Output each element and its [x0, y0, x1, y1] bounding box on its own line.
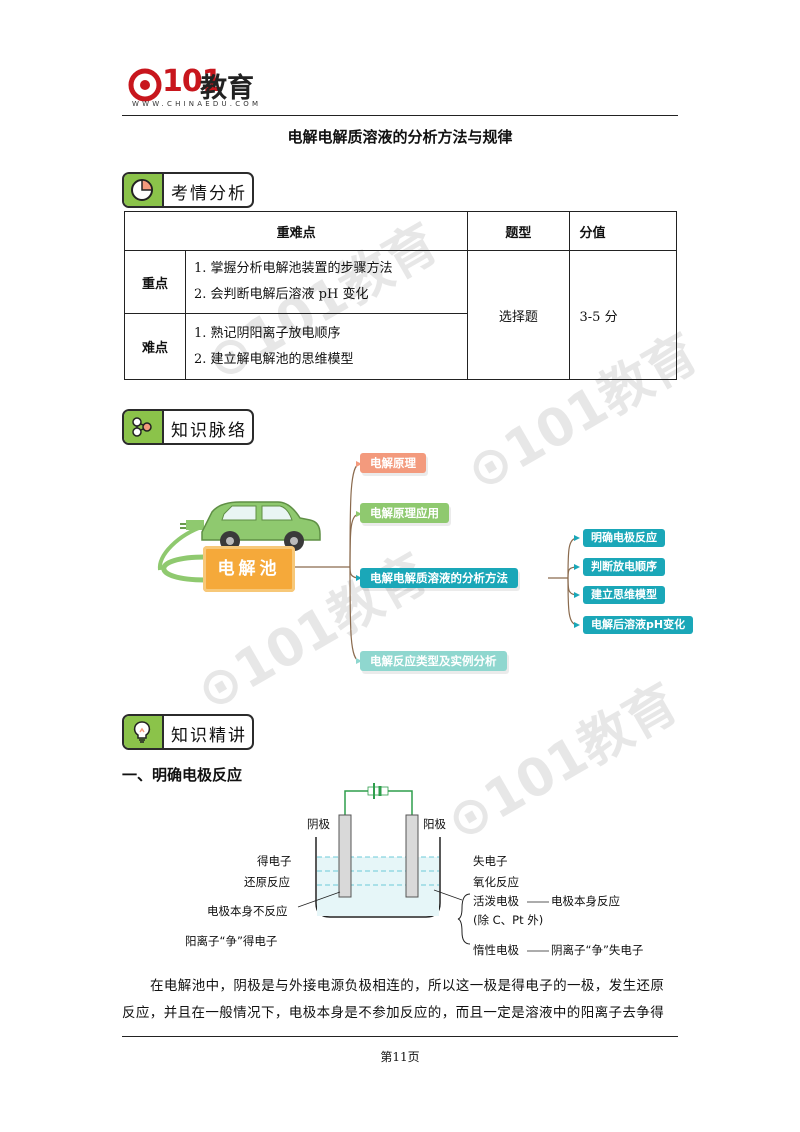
section-banner-context: 知识脉络	[122, 409, 254, 445]
mindmap-branch: 电解电解质溶液的分析方法	[360, 568, 518, 588]
section-title: 考情分析	[171, 184, 247, 204]
plug-icon	[186, 520, 204, 530]
mindmap-branch: 电解反应类型及实例分析	[360, 651, 507, 671]
left-label: 还原反应	[244, 875, 290, 889]
cathode-label: 阴极	[307, 817, 330, 831]
left-label: 电极本身不反应	[207, 904, 288, 918]
paragraph-line: 在电解池中，阴极是与外接电源负极相连的，所以这一极是得电子的一极，发生还原	[150, 978, 665, 994]
electrolysis-cell-diagram	[315, 783, 441, 918]
mindmap-sub-branch: 电解后溶液pH变化	[583, 616, 694, 634]
table-header: 分值	[568, 211, 678, 251]
section-title: 知识精讲	[171, 726, 247, 746]
analysis-table: 重难点 题型 分值 重点 1. 掌握分析电解池装置的步骤方法 2. 会判断电解后…	[123, 211, 678, 380]
lightbulb-icon-box	[124, 716, 164, 748]
row-label: 难点	[124, 313, 186, 380]
network-icon	[132, 417, 152, 437]
table-header: 题型	[467, 211, 570, 251]
section-banner-analysis: 考情分析	[122, 172, 254, 208]
row-items: 1. 熟记阴阳离子放电顺序 2. 建立解电解池的思维模型	[184, 313, 469, 380]
list-item: 1. 熟记阴阳离子放电顺序	[194, 325, 341, 341]
cable-line	[161, 554, 206, 583]
table-header: 重难点	[123, 211, 469, 251]
dash-line	[527, 901, 549, 903]
right-label: 氧化反应	[473, 875, 519, 889]
mindmap-branch: 电解原理应用	[360, 503, 449, 523]
document-title: 电解电解质溶液的分析方法与规律	[287, 128, 513, 146]
list-item: 1. 掌握分析电解池装置的步骤方法	[194, 261, 393, 276]
dash-line	[527, 950, 549, 952]
header-rule	[122, 115, 678, 116]
section-banner-explain: 知识精讲	[122, 714, 254, 750]
pie-chart-icon	[131, 179, 153, 201]
logo: 101 教育 WWW.CHINAEDU.COM	[128, 64, 262, 110]
logo-number: 101	[162, 64, 223, 99]
section-title: 知识脉络	[171, 421, 247, 441]
score-value: 3-5 分	[568, 250, 678, 380]
lightbulb-icon	[133, 721, 151, 743]
active-electrode-label: 活泼电极	[473, 894, 519, 908]
row-items: 1. 掌握分析电解池装置的步骤方法 2. 会判断电解后溶液 pH 变化	[184, 250, 469, 314]
car-icon	[201, 501, 321, 551]
logo-text: 教育	[200, 73, 254, 104]
footer-rule	[122, 1036, 678, 1037]
table-header-row: 重难点 题型 分值	[123, 211, 678, 251]
table-row: 重点 1. 掌握分析电解池装置的步骤方法 2. 会判断电解后溶液 pH 变化 选…	[124, 250, 678, 380]
paragraph-line: 反应，并且在一般情况下，电极本身是不参加反应的，而且一定是溶液中的阳离子去争得	[122, 1005, 665, 1021]
battery-icon	[367, 783, 389, 799]
mindmap-branch: 电解原理	[360, 453, 426, 473]
active-electrode-note: (除 C、Pt 外)	[473, 913, 544, 927]
left-label: 阳离子“争”得电子	[185, 934, 278, 948]
left-label: 得电子	[257, 854, 292, 868]
mindmap-sub-branch: 判断放电顺序	[583, 558, 665, 576]
logo-mark-icon	[128, 68, 162, 102]
network-icon-box	[124, 411, 164, 443]
inert-electrode-result: 阴离子“争”失电子	[551, 943, 644, 957]
list-item: 2. 建立解电解池的思维模型	[194, 351, 354, 367]
row-label: 重点	[124, 250, 186, 314]
mindmap-sub-branch: 明确电极反应	[583, 529, 665, 547]
right-label: 失电子	[473, 854, 508, 868]
right-pointer-lines	[433, 889, 471, 945]
left-pointer-lines	[297, 891, 341, 908]
mindmap-connectors	[157, 461, 580, 664]
subsection-heading: 一、明确电极反应	[122, 766, 243, 784]
list-item: 2. 会判断电解后溶液 pH 变化	[194, 287, 369, 302]
logo-url: WWW.CHINAEDU.COM	[132, 100, 262, 108]
question-type: 选择题	[467, 250, 570, 380]
inert-electrode-label: 惰性电极	[473, 943, 519, 957]
mindmap-center: 电解池	[203, 546, 295, 592]
active-electrode-result: 电极本身反应	[551, 894, 620, 908]
anode-label: 阳极	[423, 817, 446, 831]
pie-chart-icon-box	[124, 174, 164, 206]
page-number: 第11页	[380, 1050, 420, 1064]
table-row: 难点 1. 熟记阴阳离子放电顺序 2. 建立解电解池的思维模型	[124, 313, 677, 380]
mindmap-sub-branch: 建立思维模型	[583, 586, 665, 604]
